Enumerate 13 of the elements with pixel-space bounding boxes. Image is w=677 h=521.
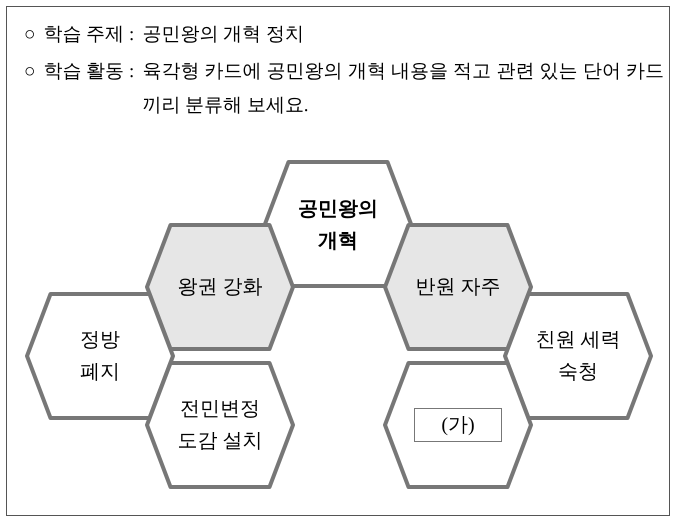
blank-label: (가)	[414, 408, 502, 442]
card-text: 반원 자주	[414, 275, 502, 300]
bullet: ○	[24, 23, 36, 47]
item-heading: 학습 활동 :	[43, 60, 134, 84]
item-text: 공민왕의 개혁 정치	[142, 23, 305, 47]
bullet: ○	[24, 60, 36, 84]
card-text: 왕권 강화	[176, 275, 264, 300]
item-heading: 학습 주제 :	[43, 23, 134, 47]
card-text: 친원 세력 숙청	[534, 328, 622, 385]
card-text: 정방 폐지	[79, 328, 121, 385]
card-text: 전민변정 도감 설치	[176, 397, 264, 454]
card-text: 공민왕의 개혁	[297, 195, 379, 254]
item-text: 육각형 카드에 공민왕의 개혁 내용을 적고 관련 있는 단어 카드끼리 분류해 보세요.	[142, 60, 664, 118]
